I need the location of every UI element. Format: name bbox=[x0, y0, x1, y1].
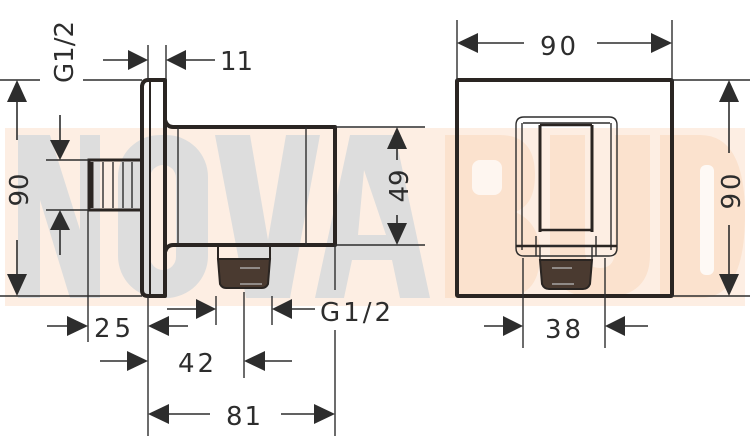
label-inlet-offset: 25 bbox=[94, 314, 135, 344]
dim-front-height-90: 90 bbox=[717, 80, 747, 296]
outlet-body bbox=[163, 105, 337, 280]
dim-total-depth-81: 81 bbox=[148, 402, 335, 432]
label-height-90-left: 90 bbox=[5, 173, 35, 206]
dim-front-width-90: 90 bbox=[457, 32, 672, 62]
side-view: 90 G1/2 11 49 bbox=[0, 21, 425, 436]
watermark bbox=[5, 128, 745, 306]
watermark-letter-u bbox=[550, 135, 650, 298]
inlet-thread bbox=[87, 158, 144, 212]
front-outlet-housing bbox=[515, 116, 618, 290]
label-outlet-thread: G1/2 bbox=[320, 298, 394, 328]
dim-height-90-left: 90 bbox=[5, 80, 35, 296]
front-view: 90 90 38 bbox=[455, 20, 750, 348]
dim-outlet-width-38: 38 bbox=[484, 315, 648, 345]
dim-inlet-offset-25: 25 bbox=[47, 314, 188, 344]
dim-outlet-thread: G1/2 bbox=[167, 298, 394, 328]
outlet-thread bbox=[216, 244, 272, 289]
watermark-letter-a bbox=[315, 135, 430, 298]
label-front-width: 90 bbox=[540, 32, 579, 62]
label-outlet-center: 42 bbox=[178, 349, 217, 379]
label-plate-thickness: 11 bbox=[220, 47, 253, 77]
watermark-letter-v bbox=[215, 135, 320, 298]
label-total-depth: 81 bbox=[226, 402, 263, 432]
label-outlet-width: 38 bbox=[545, 315, 584, 345]
label-front-height: 90 bbox=[717, 170, 747, 209]
dim-plate-thickness-11: 11 bbox=[103, 47, 253, 77]
watermark-letter-d bbox=[660, 135, 745, 298]
label-inlet-thread: G1/2 bbox=[50, 21, 80, 83]
dim-body-height-49: 49 bbox=[385, 127, 415, 245]
label-body-height: 49 bbox=[385, 169, 415, 202]
front-plate bbox=[455, 78, 674, 298]
dim-outlet-center-42: 42 bbox=[100, 349, 292, 379]
dim-inlet-thread: G1/2 bbox=[50, 21, 80, 255]
